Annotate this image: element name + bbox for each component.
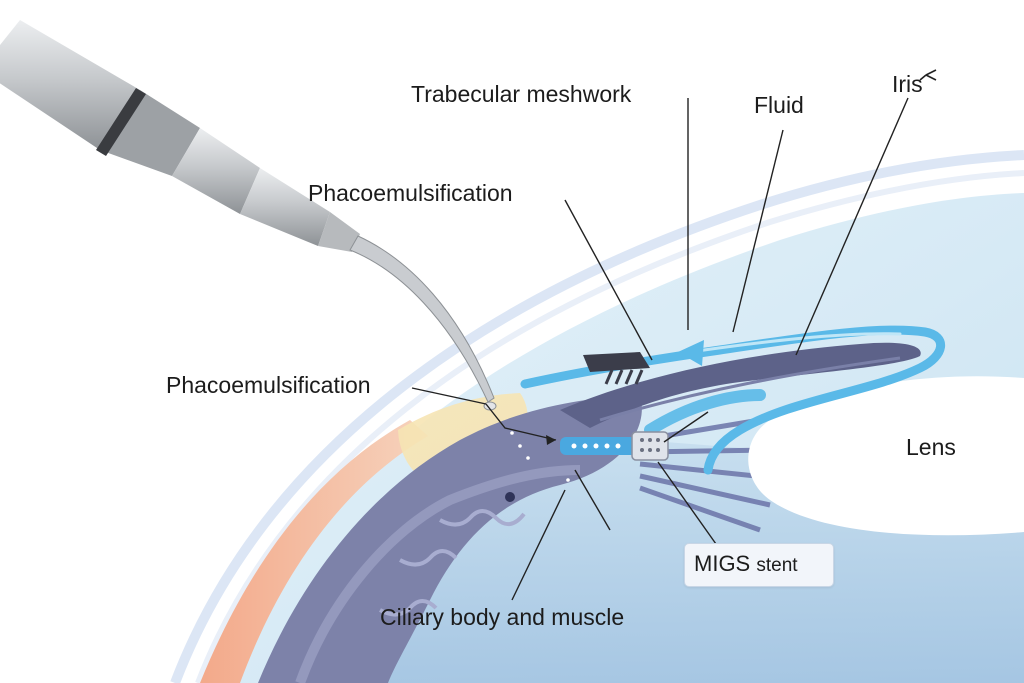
cornea-inner-arc bbox=[195, 170, 1024, 683]
label-fluid: Fluid bbox=[754, 92, 804, 118]
iris-arrow bbox=[919, 69, 937, 81]
phaco-instrument bbox=[0, 20, 497, 411]
migs-label-sub: stent bbox=[756, 555, 798, 576]
migs-label-main: MIGS bbox=[694, 551, 751, 576]
phaco-pointer-head bbox=[546, 435, 556, 445]
ciliary-muscle-texture bbox=[295, 465, 581, 683]
migs-stent bbox=[560, 431, 669, 461]
lens-shape bbox=[748, 376, 1024, 536]
cornea-outer-arc bbox=[170, 150, 1024, 683]
label-iris: Iris bbox=[892, 71, 923, 97]
fluid-arrowhead bbox=[678, 340, 704, 366]
label-phacoemulsification-left: Phacoemulsification bbox=[166, 372, 371, 398]
trabecular-clip bbox=[583, 352, 650, 385]
insertion-dots bbox=[510, 431, 570, 482]
fluid-arrow bbox=[520, 325, 946, 475]
iris-band bbox=[560, 342, 921, 428]
migs-label: MIGS stent bbox=[694, 551, 798, 579]
ciliary-body bbox=[258, 395, 642, 683]
sclera-band bbox=[200, 420, 428, 683]
fluid-arrow-inner bbox=[688, 332, 902, 354]
phaco-pointer bbox=[485, 403, 557, 441]
label-phacoemulsification-top: Phacoemulsification bbox=[308, 180, 513, 206]
leader-lines bbox=[411, 97, 909, 601]
migs-label-box bbox=[684, 543, 834, 587]
label-trabecular-meshwork: Trabecular meshwork bbox=[411, 81, 632, 107]
label-ciliary-body: Ciliary body and muscle bbox=[380, 604, 625, 630]
label-lens: Lens bbox=[906, 434, 956, 460]
